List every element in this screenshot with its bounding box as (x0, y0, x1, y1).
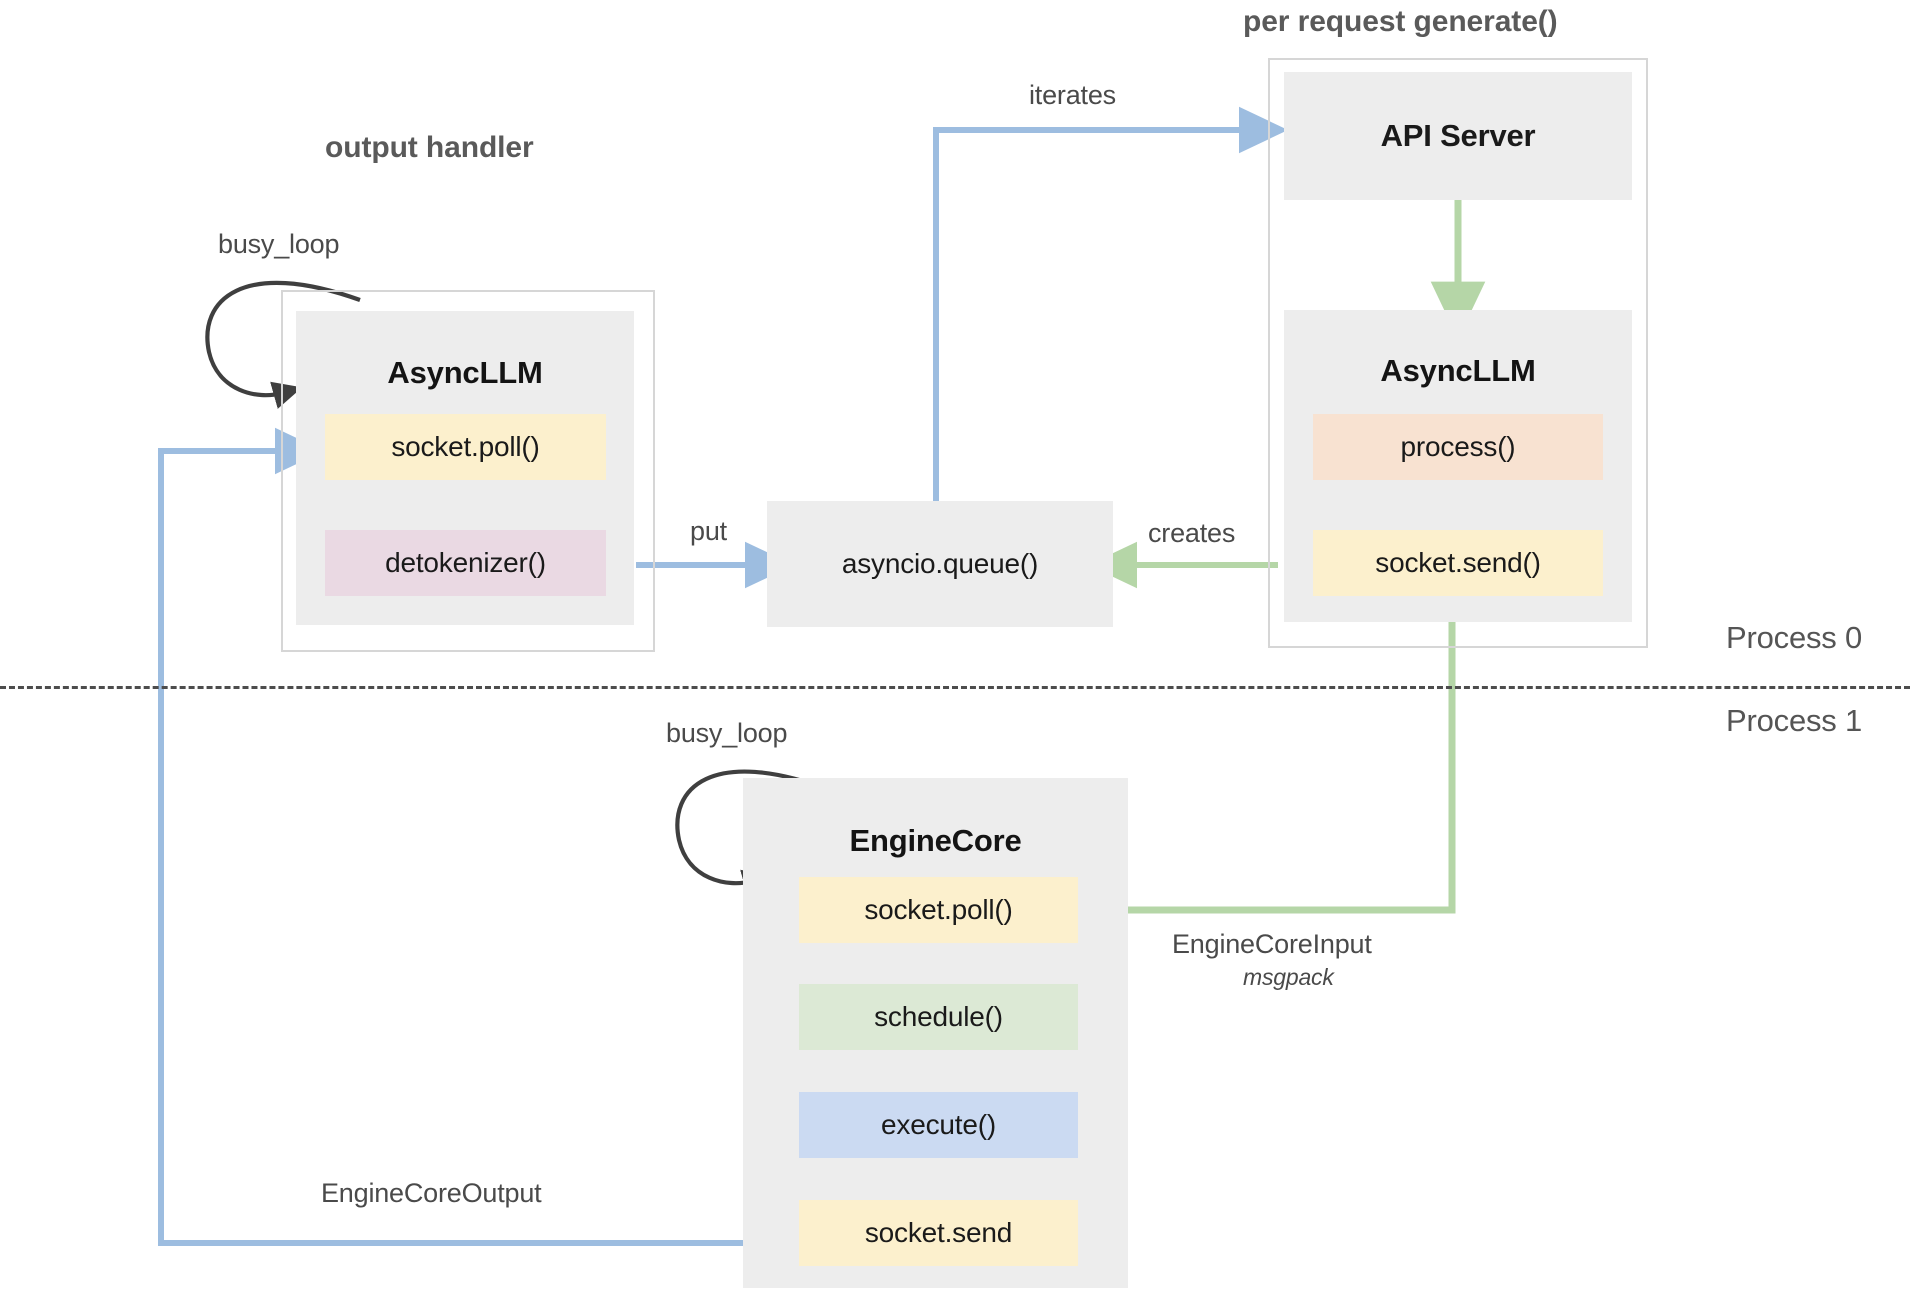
engine-core-title: EngineCore (849, 823, 1022, 858)
put-label: put (690, 516, 727, 546)
chip-label: socket.poll() (391, 431, 540, 462)
chip-socket-poll-output-handler[interactable]: socket.poll() (325, 414, 606, 480)
chip-socket-poll-engine-core[interactable]: socket.poll() (799, 877, 1078, 943)
creates-label: creates (1148, 518, 1236, 548)
asyncio-queue-label-wrap: asyncio.queue() (767, 501, 1113, 627)
chip-label: schedule() (874, 1001, 1003, 1032)
output-handler-heading: output handler (325, 131, 534, 164)
chip-label: socket.poll() (864, 894, 1013, 925)
iterates-arrow (933, 106, 1288, 510)
chip-label: execute() (881, 1109, 996, 1140)
chip-socket-send-asyncllm[interactable]: socket.send() (1313, 530, 1603, 596)
api-server-label-wrap: API Server (1284, 72, 1632, 200)
output-handler-frame (281, 290, 655, 652)
chip-label: socket.send() (1375, 547, 1541, 578)
per-request-frame (1268, 58, 1648, 648)
process-1-label: Process 1 (1726, 703, 1863, 738)
asyncllm-title-right: AsyncLLM (1380, 353, 1536, 388)
api-server-label: API Server (1380, 118, 1536, 153)
api-server-box[interactable]: API Server (1284, 72, 1632, 200)
chip-detokenizer[interactable]: detokenizer() (325, 530, 606, 596)
asyncio-queue-box[interactable]: asyncio.queue() (767, 501, 1113, 627)
asyncllm-title-left: AsyncLLM (387, 355, 543, 390)
process-divider (0, 686, 1910, 689)
chip-label: detokenizer() (385, 547, 546, 578)
chip-schedule[interactable]: schedule() (799, 984, 1078, 1050)
process-0-label: Process 0 (1726, 620, 1863, 655)
chip-process[interactable]: process() (1313, 414, 1603, 480)
busy-loop-label-engine-core: busy_loop (666, 718, 788, 748)
busy-loop-label-output-handler: busy_loop (218, 229, 340, 259)
engine-core-input-sublabel: msgpack (1243, 964, 1334, 990)
engine-core-input-label: EngineCoreInput (1172, 929, 1372, 959)
asyncio-queue-label: asyncio.queue() (841, 548, 1039, 579)
chip-label: process() (1400, 431, 1516, 462)
chip-execute[interactable]: execute() (799, 1092, 1078, 1158)
chip-label: socket.send (864, 1217, 1013, 1248)
engine-core-output-label: EngineCoreOutput (321, 1178, 542, 1208)
per-request-heading: per request generate() (1243, 5, 1558, 38)
iterates-label: iterates (1029, 80, 1116, 110)
chip-socket-send-engine-core[interactable]: socket.send (799, 1200, 1078, 1266)
